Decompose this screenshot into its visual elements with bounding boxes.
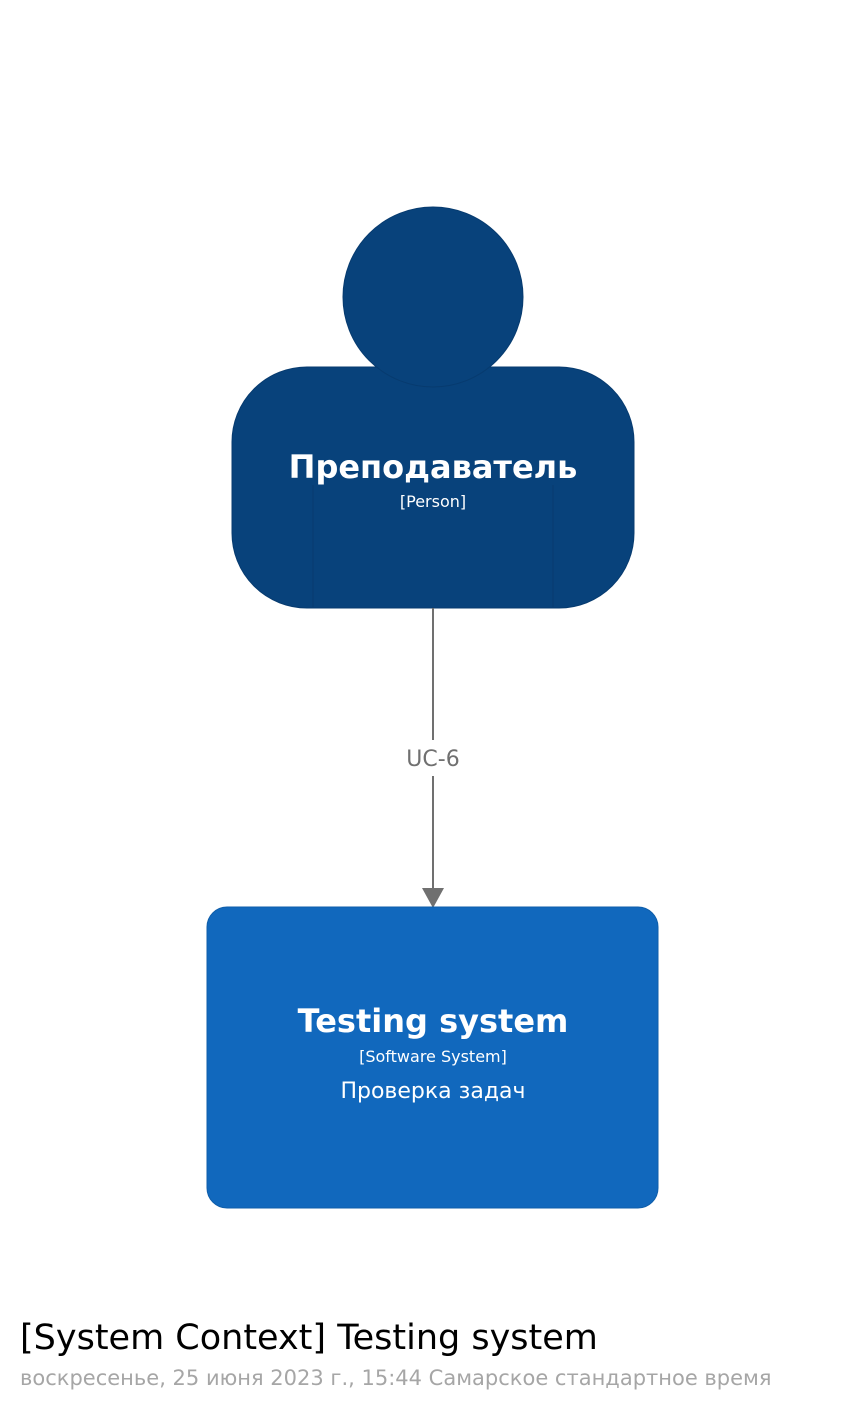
person-name: Преподаватель <box>289 448 578 486</box>
person-type: [Person] <box>400 492 466 511</box>
person-head <box>342 206 524 388</box>
diagram-title: [System Context] Testing system <box>20 1318 598 1358</box>
diagram-timestamp: воскресенье, 25 июня 2023 г., 15:44 Сама… <box>20 1366 772 1390</box>
software-system-description: Проверка задач <box>340 1079 525 1104</box>
relationship-edge[interactable]: UC-6 <box>406 608 460 908</box>
edge-label: UC-6 <box>406 747 459 772</box>
software-system-type: [Software System] <box>359 1047 507 1066</box>
c4-system-context-diagram: Преподаватель [Person] UC-6 Testing syst… <box>206 206 659 1209</box>
software-system-box <box>206 906 659 1209</box>
software-system-node[interactable]: Testing system [Software System] Проверк… <box>206 906 659 1209</box>
person-body <box>231 366 635 609</box>
edge-arrowhead <box>422 888 444 908</box>
software-system-name: Testing system <box>298 1002 569 1040</box>
person-node[interactable]: Преподаватель [Person] <box>231 206 635 609</box>
